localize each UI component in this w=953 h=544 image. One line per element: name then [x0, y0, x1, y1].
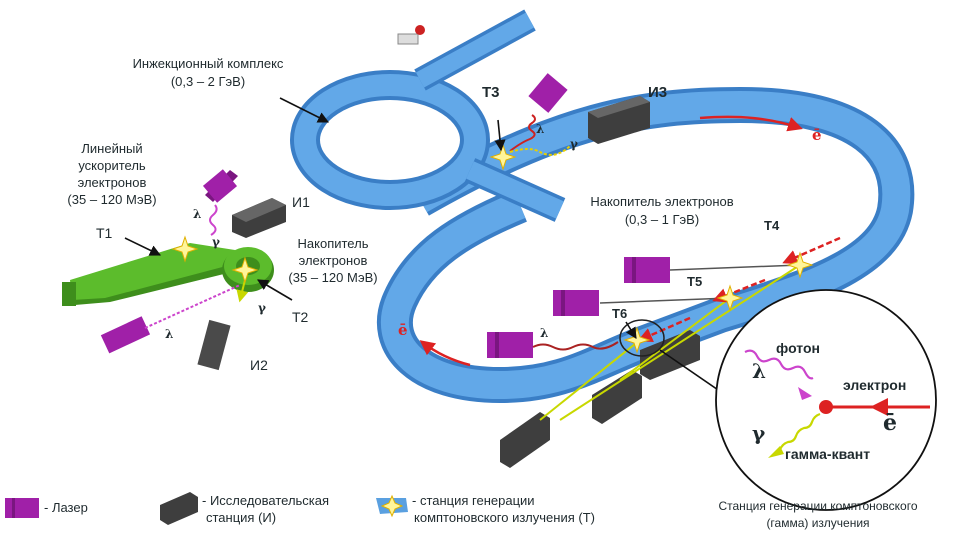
electron-symbol: ē [398, 321, 408, 339]
research-station-i1 [232, 198, 286, 238]
injection-energy-label: (0,3 – 2 ГэВ) [171, 74, 245, 89]
starburst-icon-t1 [171, 235, 199, 263]
electron-label: электрон [843, 377, 906, 393]
starburst-icon-t3 [489, 143, 517, 171]
research-stations [197, 96, 700, 468]
lambda-symbol: λ [165, 327, 173, 341]
detail-title-1: Станция генерации комптоновского [718, 499, 917, 513]
starburst-icon [380, 494, 404, 518]
station-t4-label: T4 [764, 218, 780, 233]
small-ring-label-2: электронов [299, 253, 368, 268]
storage-ring-energy-label: (0,3 – 1 ГэВ) [625, 212, 699, 227]
research-station-i2 [197, 319, 231, 371]
detail-title-2: (гамма) излучения [766, 516, 869, 530]
research-station-icon [160, 492, 198, 525]
linac-energy-label: (35 – 120 МэВ) [67, 192, 156, 207]
gamma-symbol: γ [258, 301, 266, 315]
starburst-icon-t2 [231, 256, 259, 284]
gamma-quantum-label: гамма-квант [785, 446, 870, 462]
legend-compton-station: - станция генерации комптоновского излуч… [376, 493, 595, 525]
small-ring-energy-label: (35 – 120 МэВ) [288, 270, 377, 285]
legend-compton-label-2: комптоновского излучения (Т) [414, 510, 595, 525]
laser-icon [100, 316, 151, 354]
station-t5-label: T5 [687, 274, 702, 289]
injection-complex [290, 9, 566, 222]
starburst-icon-t5 [716, 284, 744, 312]
lambda-symbol: λ [536, 122, 544, 136]
labels: Инжекционный комплекс (0,3 – 2 ГэВ) Лине… [67, 56, 821, 373]
electron-symbol: ē [812, 126, 822, 144]
interaction-point [819, 400, 833, 414]
legend-station-label-1: - Исследовательская [202, 493, 329, 508]
linear-accelerator [62, 243, 240, 306]
laser-icon [202, 169, 238, 203]
station-t1-label: T1 [96, 225, 113, 241]
station-t6-label: T6 [612, 306, 627, 321]
laser-icon [5, 498, 39, 518]
t6-highlight-circle [619, 319, 665, 357]
station-i2-label: И2 [250, 357, 268, 373]
detail-lambda-symbol: λ [752, 359, 766, 383]
linac-label-2: ускоритель [78, 158, 146, 173]
detail-gamma-symbol: γ [752, 421, 766, 445]
legend-research-station: - Исследовательская станция (И) [160, 492, 329, 525]
compton-detail-inset: фотон λ электрон ē γ гамма-квант [715, 289, 937, 511]
storage-ring-label: Накопитель электронов [590, 194, 733, 209]
photon-label: фотон [776, 340, 820, 356]
legend-station-label-2: станция (И) [206, 510, 276, 525]
legend: - Лазер - Исследовательская станция (И) … [5, 492, 595, 525]
detail-electron-symbol: ē [883, 410, 897, 436]
linac-label-1: Линейный [81, 141, 142, 156]
gamma-symbol: γ [570, 137, 578, 151]
electron-direction-arrows [419, 115, 841, 367]
station-t3-label: T3 [482, 84, 500, 101]
station-t2-label: T2 [292, 309, 309, 325]
injection-complex-label: Инжекционный комплекс [133, 56, 284, 71]
laser-icon [528, 73, 568, 113]
station-i1-label: И1 [292, 194, 310, 210]
laser-icon [624, 257, 670, 283]
storage-ring [377, 87, 915, 403]
electron-gun-icon [397, 25, 425, 45]
research-station-i3 [588, 96, 650, 144]
gamma-symbol: γ [212, 235, 220, 249]
lambda-symbol: λ [540, 326, 548, 340]
lambda-symbol: λ [193, 207, 201, 221]
lasers [100, 73, 670, 358]
research-station [500, 412, 550, 468]
legend-compton-label-1: - станция генерации [412, 493, 535, 508]
legend-laser-label: - Лазер [44, 500, 88, 515]
research-station [640, 330, 700, 380]
research-station [592, 370, 642, 424]
starburst-icon-t4 [786, 251, 814, 279]
small-ring-label-1: Накопитель [298, 236, 369, 251]
linac-label-3: электронов [78, 175, 147, 190]
laser-icon [553, 290, 599, 316]
station-i3-label: И3 [648, 84, 667, 101]
legend-laser: - Лазер [5, 498, 88, 518]
laser-icon [487, 332, 533, 358]
